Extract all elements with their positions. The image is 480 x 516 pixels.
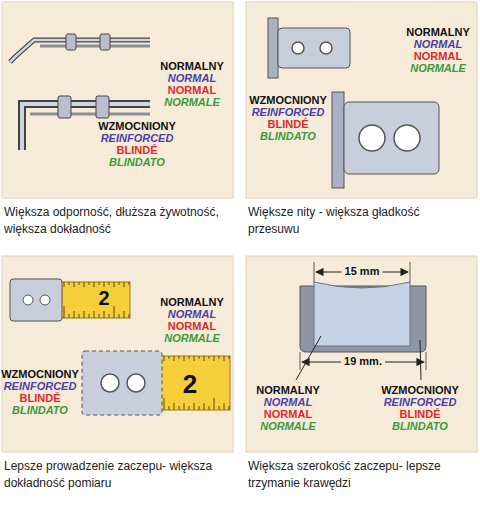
variant-label: NORMAL [414, 50, 462, 62]
variant-label: REINFORCED [4, 380, 77, 392]
normal-hook-plate [268, 18, 350, 78]
panel-ground [2, 256, 233, 452]
panel-ground [246, 256, 477, 452]
variant-label: NORMALNY [406, 26, 470, 38]
normal-tape [10, 279, 130, 321]
variant-label: NORMALNY [160, 60, 224, 72]
variant-label: WZMOCNIONY [1, 368, 79, 380]
feature-panel: NORMALNYNORMALNORMALNORMALEWZMOCNIONYREI… [2, 256, 233, 494]
variant-label: BLINDATO [260, 130, 316, 142]
panel-ground [246, 2, 477, 198]
scale-digit: 2 [183, 369, 197, 399]
variant-label: NORMAL [264, 408, 312, 420]
variant-label: WZMOCNIONY [249, 94, 327, 106]
dimension: 15 mm [342, 265, 383, 278]
variant-label: NORMAL [414, 38, 462, 50]
variant-label: NORMALE [410, 62, 466, 74]
variant-label: BLINDÉ [117, 144, 158, 156]
variant-label: BLINDÉ [400, 408, 441, 420]
variant-label: NORMALNY [256, 384, 320, 396]
reinforced-hook-plate [332, 92, 439, 188]
variant-label: NORMAL [168, 308, 216, 320]
caption: Większa odporność, dłuższa żywotność, wi… [4, 204, 222, 238]
variant-label: BLINDÉ [20, 392, 61, 404]
hook-front-view [296, 262, 426, 380]
variant-label: BLINDATO [392, 420, 448, 432]
variant-label: WZMOCNIONY [98, 120, 176, 132]
variant-label: REINFORCED [101, 132, 174, 144]
variant-label: BLINDÉ [268, 118, 309, 130]
variant-label: WZMOCNIONY [381, 384, 459, 396]
variant-label: NORMAL [168, 320, 216, 332]
panel-ground [2, 2, 233, 198]
caption: Większe nity - większa gładkość przesuwu [248, 204, 466, 238]
variant-label: NORMAL [168, 72, 216, 84]
dimension: 19 mm. [341, 355, 385, 368]
feature-panel: NORMALNYNORMALNORMALNORMALEWZMOCNIONYREI… [246, 2, 477, 240]
normal-hook-profile [10, 34, 150, 62]
scale-digit: 2 [98, 287, 109, 310]
variant-label: BLINDATO [12, 404, 68, 416]
caption: Lepsze prowadzenie zaczepu- większa dokł… [4, 458, 222, 492]
caption: Większa szerokość zaczepu- lepsze trzyma… [248, 458, 466, 492]
variant-label: BLINDATO [109, 156, 165, 168]
feature-panel: NORMALNYNORMALNORMALNORMALEWZMOCNIONYREI… [2, 2, 233, 240]
variant-label: NORMALE [260, 420, 316, 432]
variant-label: NORMALE [164, 332, 220, 344]
variant-label: NORMAL [264, 396, 312, 408]
variant-label: REINFORCED [384, 396, 457, 408]
variant-label: REINFORCED [252, 106, 325, 118]
feature-panel: NORMALNYNORMALNORMALNORMALEWZMOCNIONYREI… [246, 256, 477, 494]
variant-label: NORMALE [164, 96, 220, 108]
reinforced-tape [82, 351, 230, 415]
variant-label: NORMAL [168, 84, 216, 96]
variant-label: NORMALNY [160, 296, 224, 308]
